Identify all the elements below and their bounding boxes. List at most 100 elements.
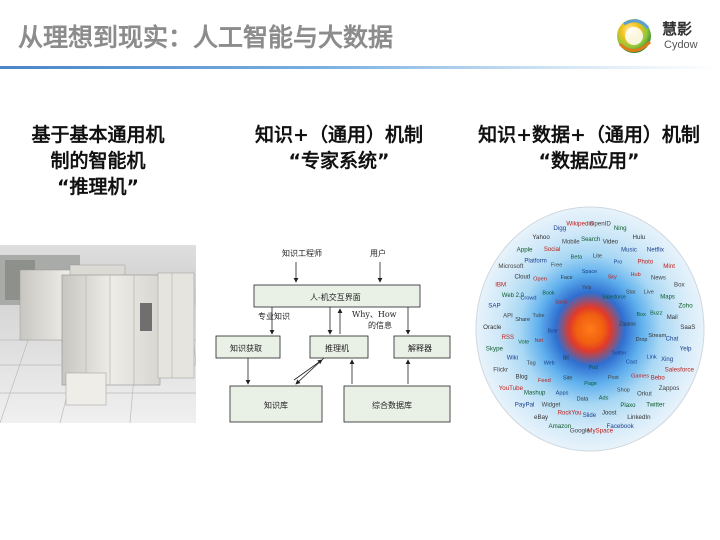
sphere-label: Zappos xyxy=(659,385,680,392)
sphere-label: MySpace xyxy=(587,427,613,434)
sphere-label: Search xyxy=(581,237,600,243)
sphere-label: Microsoft xyxy=(498,263,523,270)
data-sphere-image: SaaSYelpSalesforceZapposTwitterLinkedInF… xyxy=(475,206,705,452)
column-1-line-1: 基于基本通用机 xyxy=(31,124,165,146)
sphere-label: Box xyxy=(637,312,647,318)
sphere-label: Digg xyxy=(553,225,566,232)
sphere-label: Chat xyxy=(666,336,679,342)
sphere-label: Joost xyxy=(602,411,617,417)
sphere-label: SaaS xyxy=(555,299,568,305)
sphere-label: Zoho xyxy=(679,302,694,309)
mainframe-room-photo xyxy=(0,245,196,423)
sphere-label: Web 2.0 xyxy=(502,293,525,299)
knowledge-base-label: 知识库 xyxy=(264,400,288,410)
sphere-labels: SaaSYelpSalesforceZapposTwitterLinkedInF… xyxy=(483,221,695,435)
column-1-heading: 基于基本通用机 制的智能机 “推理机” xyxy=(0,122,196,200)
sphere-label: Page xyxy=(584,381,597,387)
logo-name-en: Cydow xyxy=(664,39,698,51)
why-how-label: Why、How xyxy=(352,310,397,319)
sphere-label: Facebook xyxy=(607,423,635,430)
logo-sphere-icon xyxy=(617,19,652,53)
sphere-label: Space xyxy=(582,269,597,275)
sphere-label: Twitter xyxy=(646,401,664,408)
sphere-label: YouTube xyxy=(499,385,524,392)
cydow-logo: 慧影 Cydow xyxy=(614,14,714,60)
sphere-label: Mashup xyxy=(524,390,546,396)
sphere-label: Data xyxy=(577,397,590,403)
sphere-label: Yelp xyxy=(582,285,592,291)
sphere-label: Skype xyxy=(486,346,504,353)
sphere-label: RockYou xyxy=(558,410,582,416)
sphere-label: Google xyxy=(570,427,591,434)
header-bar: 从理想到现实：人工智能与大数据 慧影 Cydow xyxy=(0,0,720,69)
sphere-label: Pro xyxy=(614,259,623,265)
sphere-label: Xing xyxy=(661,357,673,363)
sphere-label: Star xyxy=(626,290,636,296)
sphere-label: Apple xyxy=(517,247,533,254)
sphere-label: Tube xyxy=(532,313,544,319)
sphere-label: Book xyxy=(542,291,555,297)
sphere-label: Bebo xyxy=(651,376,666,382)
sphere-label: Ads xyxy=(599,396,609,402)
sphere-label: Apps xyxy=(556,391,569,397)
sphere-label: Face xyxy=(561,275,573,281)
sphere-label: Photo xyxy=(637,260,653,266)
sphere-label: Cast xyxy=(626,359,638,365)
sphere-label: eBay xyxy=(534,414,549,421)
column-1-line-3: “推理机” xyxy=(57,176,139,198)
column-3-heading: 知识+数据+（通用）机制 “数据应用” xyxy=(464,122,714,174)
sphere-label: Slide xyxy=(583,413,597,419)
page-title: 从理想到现实：人工智能与大数据 xyxy=(18,23,394,52)
sphere-label: Plaxo xyxy=(620,403,636,409)
sphere-label: Lite xyxy=(593,253,602,259)
sphere-label: Blog xyxy=(516,374,528,380)
expert-knowledge-label: 专业知识 xyxy=(258,311,290,321)
sphere-label: Salesforce xyxy=(665,366,695,373)
sphere-label: SaaS xyxy=(680,324,695,331)
sphere-label: Link xyxy=(646,355,656,361)
sphere-label: Share xyxy=(515,317,530,323)
sphere-label: Ning xyxy=(614,225,627,232)
sphere-label: Buzz xyxy=(650,311,663,317)
interface-label: 人-机交互界面 xyxy=(310,292,361,302)
sphere-label: OpenID xyxy=(590,221,612,228)
sphere-label: Hulu xyxy=(633,234,646,241)
engineer-label: 知识工程师 xyxy=(282,248,322,258)
sphere-label: Tag xyxy=(527,361,536,367)
column-2-heading: 知识+（通用）机制 “专家系统” xyxy=(226,122,452,174)
sphere-label: Platform xyxy=(524,259,546,265)
sphere-label: Amazon xyxy=(548,423,571,430)
sphere-label: Mint xyxy=(663,263,675,270)
sphere-label: Orkut xyxy=(637,391,652,397)
expert-system-diagram: 知识工程师 用户 人-机交互界面 专业知识 Why、How 的信息 知识获取 推… xyxy=(215,248,451,423)
sphere-label: Byte xyxy=(548,329,558,335)
sphere-label: Beta xyxy=(571,255,583,261)
sphere-label: Open xyxy=(533,277,547,283)
sphere-label: SAP xyxy=(488,302,500,309)
sphere-label: Oracle xyxy=(483,324,502,331)
sphere-label: Video xyxy=(603,240,619,246)
header-divider xyxy=(0,66,720,69)
sphere-label: Box xyxy=(674,282,686,289)
sphere-label: Vote xyxy=(518,340,529,346)
sphere-label: Yelp xyxy=(680,346,692,353)
database-label: 综合数据库 xyxy=(372,400,412,410)
inference-label: 推理机 xyxy=(325,343,349,353)
sphere-label: Stream xyxy=(648,333,666,339)
sphere-label: Salesforce xyxy=(602,294,626,300)
column-1-line-2: 制的智能机 xyxy=(50,150,146,172)
sphere-label: Free xyxy=(551,262,563,268)
sphere-label: Net xyxy=(535,338,544,344)
sphere-label: Maps xyxy=(660,294,675,300)
column-3-line-1: 知识+数据+（通用）机制 xyxy=(478,124,700,146)
sphere-label: Mail xyxy=(667,315,678,321)
sphere-label: Wiki xyxy=(507,356,518,362)
acquisition-label: 知识获取 xyxy=(230,343,262,353)
sphere-label: Post xyxy=(608,375,619,381)
sphere-label: Widget xyxy=(542,403,561,409)
sphere-label: Cloud xyxy=(514,275,530,281)
info-label: 的信息 xyxy=(368,320,392,330)
sphere-label: News xyxy=(651,276,666,282)
sphere-label: PayPal xyxy=(515,401,535,408)
sphere-label: Netflix xyxy=(647,247,665,254)
